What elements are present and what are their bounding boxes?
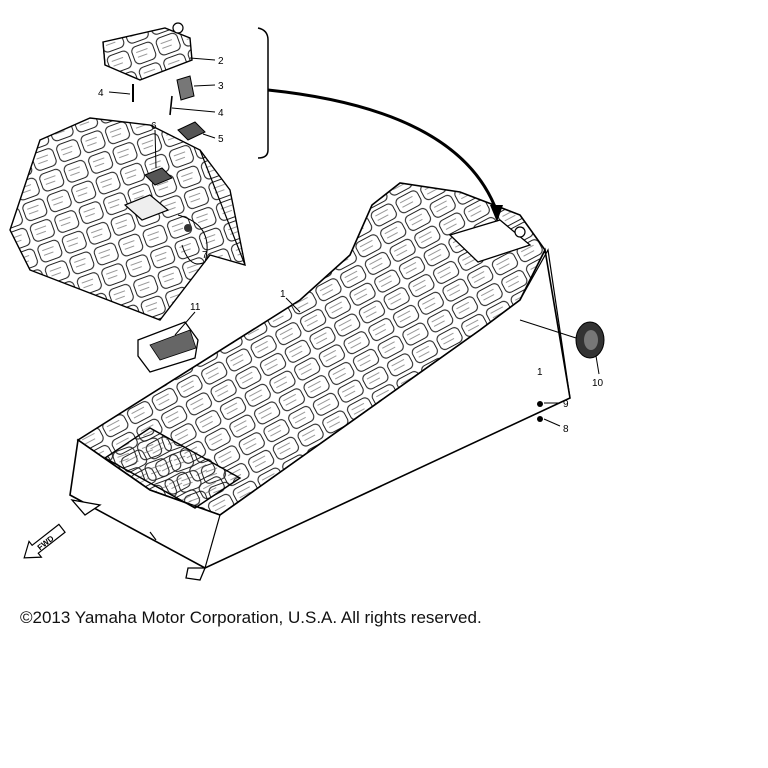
rear-seat-detail <box>9 117 246 321</box>
callout-2: 2 <box>218 56 224 67</box>
nut-part <box>537 416 543 422</box>
exploded-parts-diagram: 1 1 2 3 4 4 5 6 7 8 9 10 11 FWD <box>9 22 605 581</box>
seat-cap-part <box>102 22 193 81</box>
callout-9: 9 <box>563 399 569 410</box>
callout-labels: 1 1 2 3 4 4 5 6 7 8 9 10 11 <box>98 56 604 435</box>
callout-1: 1 <box>280 289 286 300</box>
callout-11: 11 <box>190 302 201 313</box>
copyright-notice: ©2013 Yamaha Motor Corporation, U.S.A. A… <box>20 608 482 627</box>
bracket-plate <box>123 194 170 221</box>
callout-1b: 1 <box>537 367 543 378</box>
callout-5: 5 <box>218 134 224 145</box>
seat-latch <box>144 167 173 186</box>
seat-rear-tray <box>448 219 532 263</box>
group-bracket <box>257 27 269 159</box>
seat-front-plate <box>103 427 242 509</box>
forward-direction-arrow: FWD <box>23 523 66 559</box>
round-cap-part <box>575 321 605 359</box>
callout-3: 3 <box>218 81 224 92</box>
callout-6: 6 <box>151 121 157 132</box>
seat-bracket-front <box>70 499 102 516</box>
washer-part <box>537 401 543 407</box>
callout-7: 7 <box>202 250 208 261</box>
screw-part <box>169 95 173 116</box>
main-seat <box>69 182 571 581</box>
callout-10: 10 <box>592 378 604 389</box>
hinge-part <box>177 121 206 141</box>
callout-8: 8 <box>563 424 569 435</box>
assembly-arrow <box>267 88 499 213</box>
tool-pouch-part <box>137 321 199 373</box>
leader-lines <box>108 57 600 427</box>
callout-4a: 4 <box>98 88 104 99</box>
callout-4b: 4 <box>218 108 224 119</box>
latch-part <box>176 75 195 101</box>
seat-bracket-rear <box>185 567 206 581</box>
